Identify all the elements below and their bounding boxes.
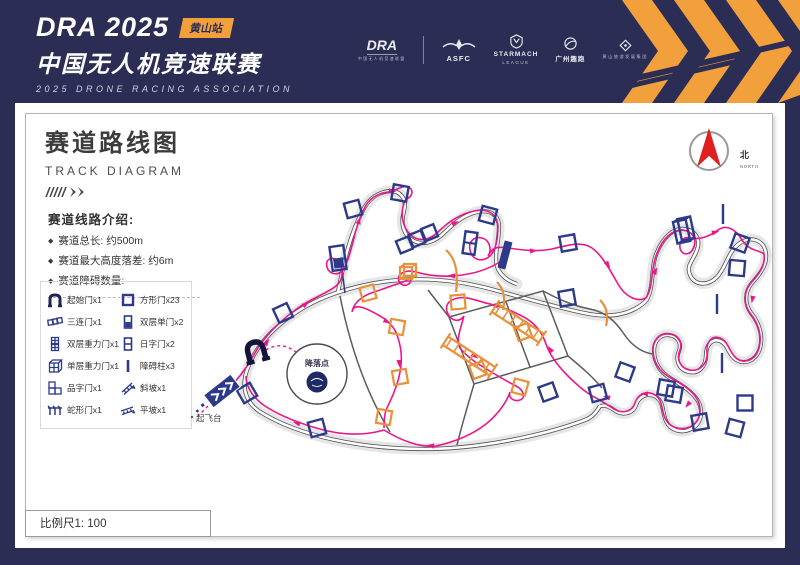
pin-gate-icon [48,381,62,395]
compass-cn: 北 [740,150,750,161]
legend-item: 起始门x1 [47,289,120,311]
single-gravity-gate-icon [48,359,63,373]
dra-tagline: 中国无人机竞速联盟 [358,57,406,61]
north-arrow-icon [689,128,729,171]
legend-item: 蛇形门x1 [47,399,120,421]
brand-title: DRA 2025 [36,12,170,42]
scale-box: 比例尺1: 100 [25,510,211,537]
chevron-stripes-icon [622,0,800,103]
page-subtitle: TRACK DIAGRAM [45,164,185,178]
sun-gate-icon [123,337,133,351]
legend-item: 单层重力门x1 [47,355,120,377]
legend-item: 品字门x1 [47,377,120,399]
asfc-logo: ASFC [441,37,477,63]
legend-item: 平坡x1 [120,399,185,421]
legend-item: 斜坡x1 [120,377,185,399]
globe-icon [564,37,577,50]
diamond-bullet-icon: ◆ [48,237,54,245]
title-block: 赛道路线图 TRACK DIAGRAM [45,123,184,178]
shield-icon [509,34,523,49]
brand-title-cn: 中国无人机竞速联赛 [36,51,261,77]
brand-block: DRA 2025 黄山站 中国无人机竞速联赛 2025 DRONE RACING… [36,12,293,94]
intro-heading: 赛道线路介绍: [48,213,135,227]
header: DRA 2025 黄山站 中国无人机竞速联赛 2025 DRONE RACING… [0,0,800,103]
station-badge: 黄山站 [178,17,235,38]
double-gravity-gate-icon [50,336,60,352]
compass: 北 NORTH [683,125,758,179]
brand-subtitle-en: 2025 DRONE RACING ASSOCIATION [36,84,294,94]
snake-gate-icon [47,405,62,415]
pillar-icon [126,360,130,372]
huangshan-logo: 黄山旅游发展集团 [602,39,648,60]
legend-item: 三连门x1 [47,311,120,333]
content-panel: 赛道路线图 TRACK DIAGRAM 赛道线路介绍: ◆赛道总长: 约500m… [15,103,785,548]
diamond-bullet-icon: ◆ [48,257,54,265]
page-title: 赛道路线图 [45,130,180,157]
qupao-logo: 广州趣跑 [555,36,585,63]
asfc-wings-icon [442,38,476,50]
legend-item: 日字门x2 [120,333,185,355]
deco-arrows-icon [45,187,84,197]
partner-logos: DRA 中国无人机竞速联盟 ASFC STARMACH LEAGUE 广州趣跑 [358,34,648,65]
legend-item: 双层单门x2 [120,311,185,333]
ramp-icon [121,382,136,395]
square-gate-icon [121,293,135,307]
starmach-logo: STARMACH LEAGUE [494,34,539,65]
start-gate-icon [48,293,62,308]
divider [422,35,424,64]
intro-bullet: ◆赛道总长: 约500m [48,235,143,247]
legend-box: 起始门x1 方形门x23 三连门x1 双层单门x2 双层重力门x1 日字门x2 … [40,281,192,429]
diagram-border [25,113,773,537]
triple-gate-icon [47,316,63,327]
double-single-gate-icon [123,315,133,329]
legend-item: 方形门x23 [120,289,185,311]
dra-logo: DRA 中国无人机竞速联盟 [358,37,406,61]
legend-item: 障碍柱x3 [120,355,185,377]
diamond-logo-icon [619,39,632,52]
flat-ramp-icon [120,406,136,416]
legend-item: 双层重力门x1 [47,333,120,355]
intro-bullet: ◆赛道最大高度落差: 约6m [48,255,174,267]
compass-en: NORTH [740,164,759,170]
